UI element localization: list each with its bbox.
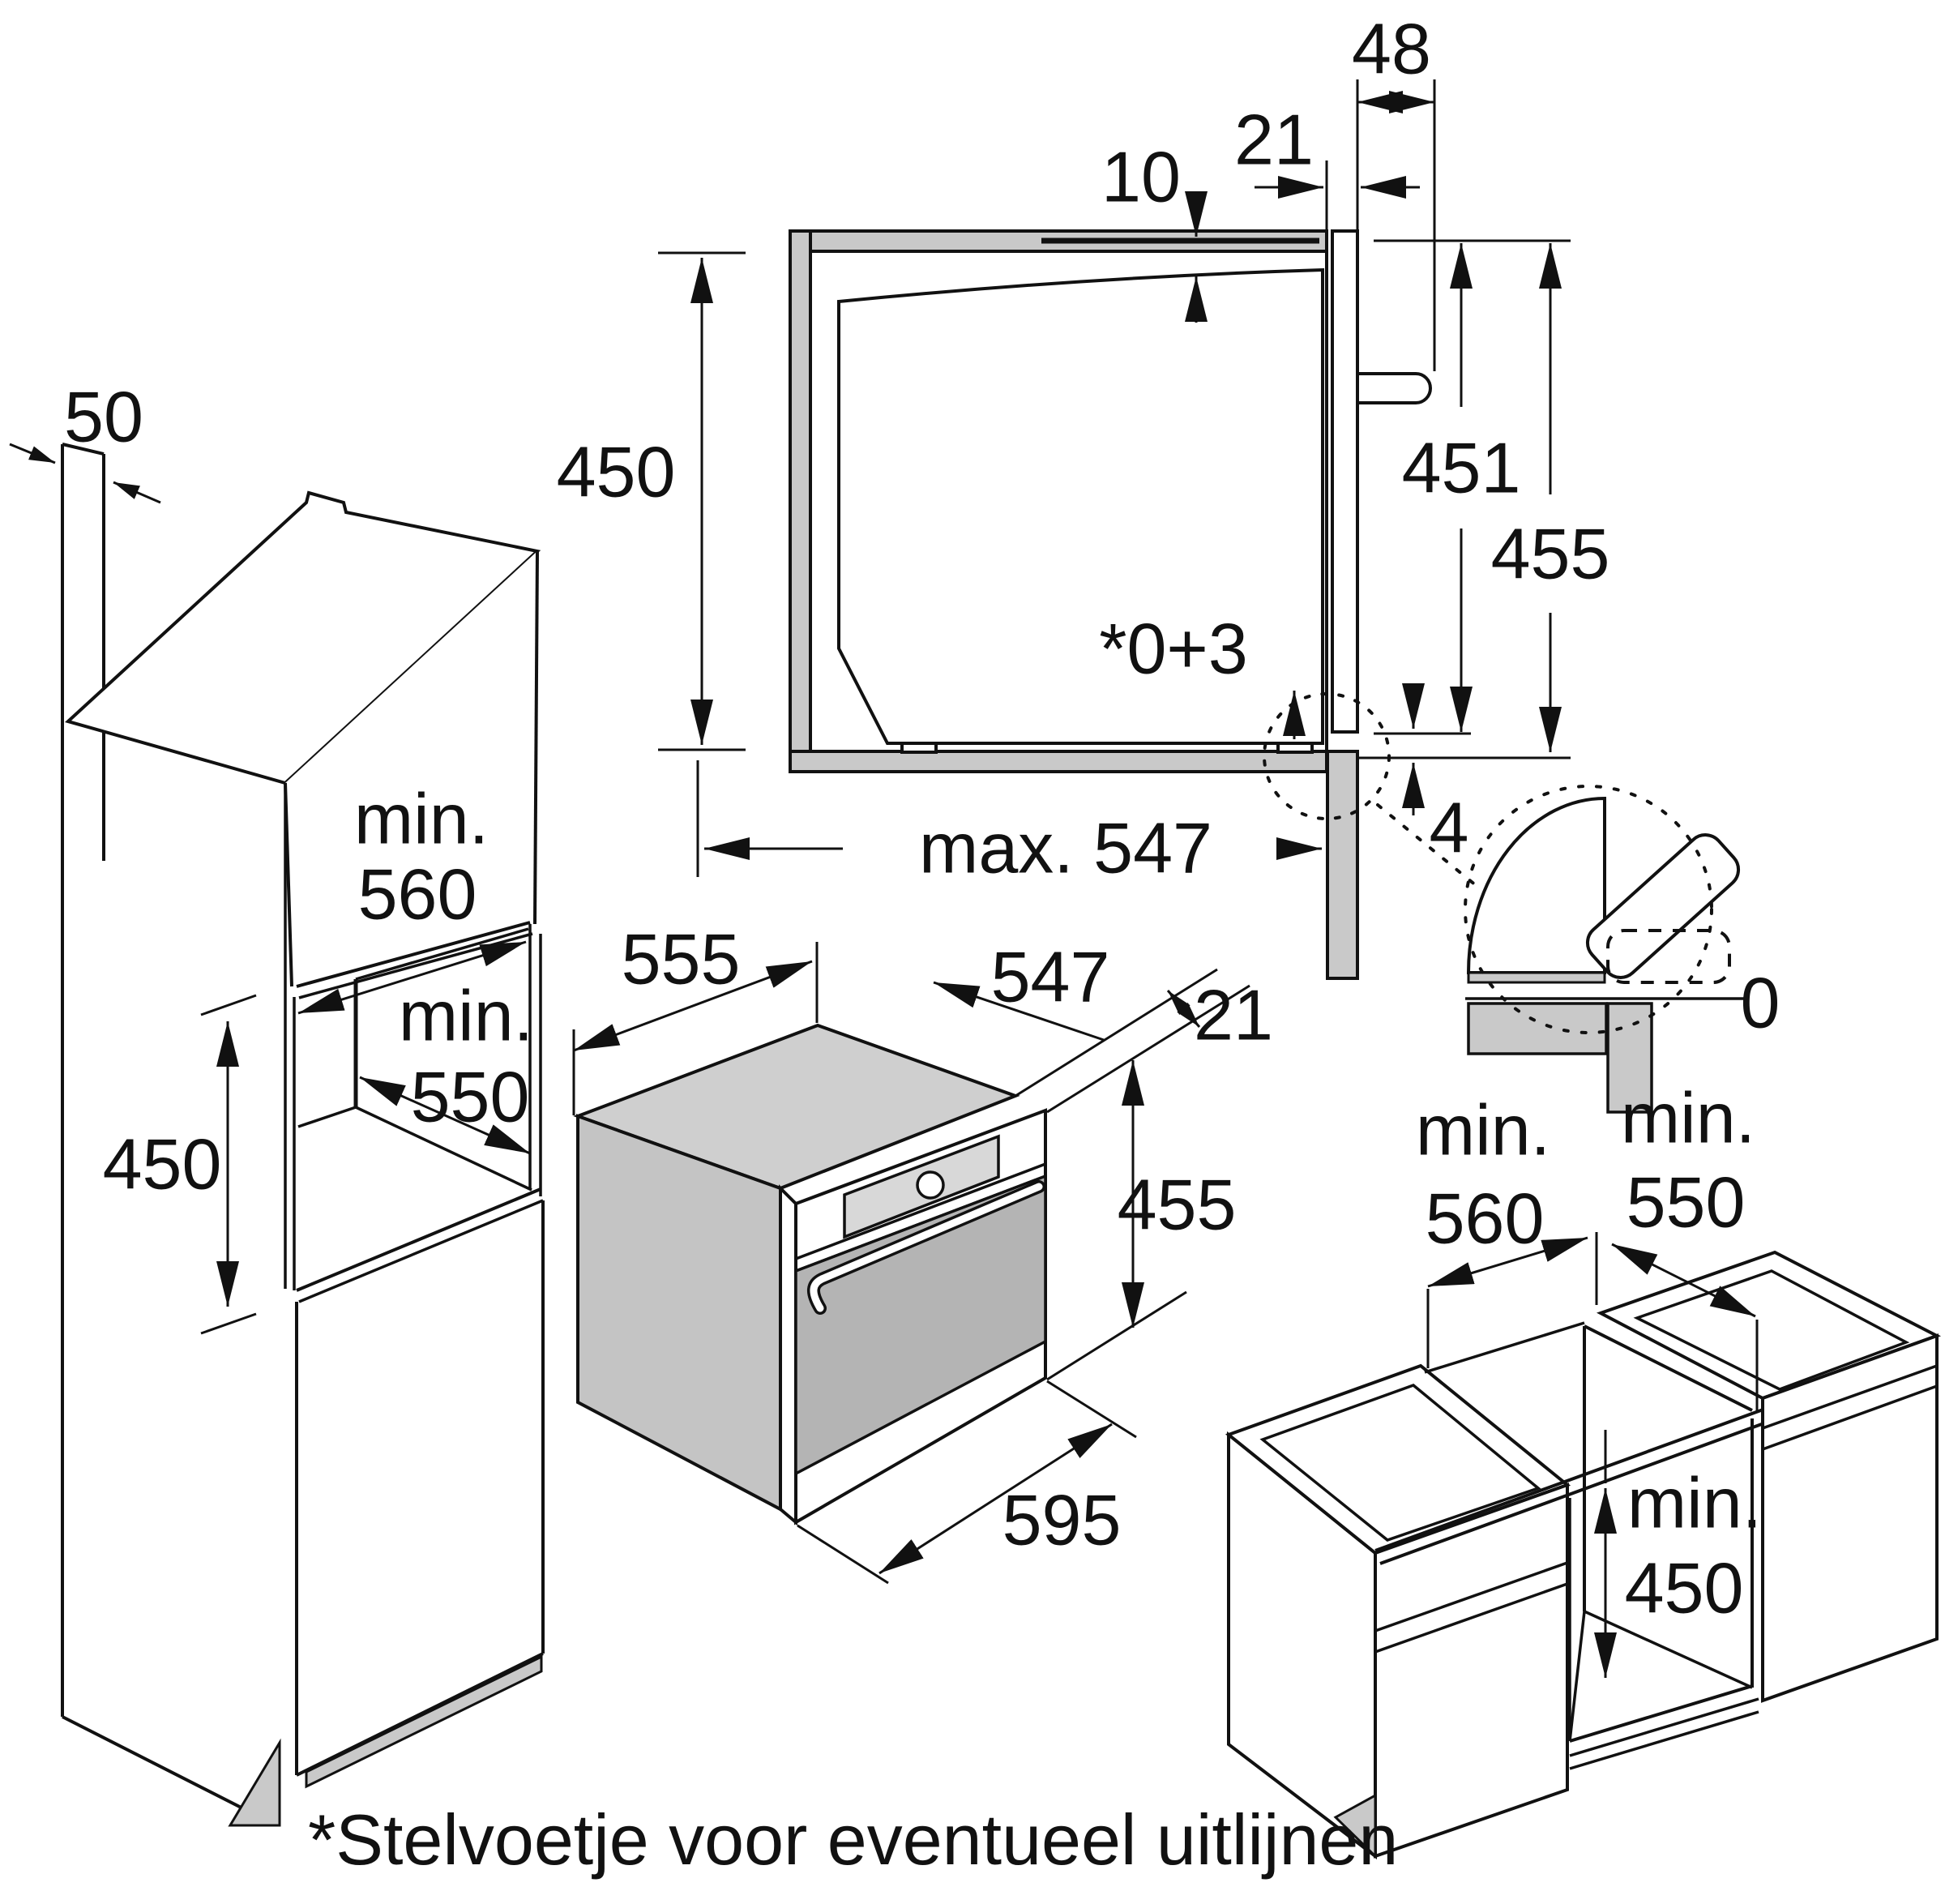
tall-plinth-corner [228, 1738, 281, 1827]
dim-oven-body-depth [572, 942, 819, 1115]
detail-front-panel [1606, 1002, 1653, 1114]
label-base-width-val: 560 [1426, 1179, 1545, 1259]
label-oven-height: 455 [1118, 1165, 1237, 1245]
label-oven-body-depth: 555 [622, 919, 741, 999]
detail-circle [1464, 785, 1713, 1034]
dim-oven-front-width [797, 1380, 1137, 1585]
label-detail-zero: 0 [1741, 963, 1780, 1043]
oven-door-face [794, 1174, 1047, 1476]
tall-top-face [65, 490, 541, 785]
oven-knob [916, 1170, 945, 1200]
dim-tall-rear-gap [9, 443, 161, 504]
cabinet-front-bar [1326, 750, 1359, 980]
base-right-front-face [1761, 1333, 1939, 1703]
dim-base-depth [1611, 1243, 1759, 1412]
section-reference-lines [1325, 79, 1571, 759]
foot-detail-view: 0 [1464, 785, 1780, 1114]
label-tall-depth-min: min. [399, 976, 533, 1056]
dim-tall-width [297, 940, 527, 1015]
niche-bottom-panel [789, 750, 1328, 773]
dim-section-max-depth [696, 760, 1322, 877]
base-niche [1424, 1321, 1759, 1770]
label-section-max-depth: max. 547 [919, 808, 1212, 888]
dim-oven-height [1046, 1060, 1187, 1381]
label-section-top-gap: 10 [1101, 137, 1181, 217]
label-tall-width-val: 560 [358, 854, 477, 935]
label-section-bottom-gap: 4 [1430, 788, 1469, 868]
base-left-front-face [1374, 1483, 1569, 1859]
oven-door-section [1331, 229, 1359, 734]
oven-foot-left [900, 742, 938, 754]
label-tall-width-min: min. [354, 779, 489, 859]
oven-handle-section [1356, 372, 1432, 404]
detail-foot-retracted [1606, 929, 1731, 984]
tall-cabinet-view: 50 min. 560 min. 550 450 [9, 377, 545, 1827]
label-tall-rear-gap: 50 [64, 377, 143, 457]
oven-section-body [837, 267, 1324, 745]
label-section-total-height: 455 [1491, 514, 1610, 594]
label-section-niche-height: 450 [557, 432, 676, 512]
tall-plinth-strip [305, 1654, 543, 1789]
label-tall-depth-val: 550 [411, 1057, 530, 1137]
label-oven-front-width: 595 [1002, 1480, 1122, 1560]
footnote-text: *Stelvoetje voor eventueel uitlijnen [308, 1799, 1398, 1880]
label-base-height-min: min. [1627, 1463, 1762, 1543]
label-section-oven-height: 451 [1402, 428, 1521, 508]
base-left-plinth-corner [1333, 1793, 1377, 1859]
oven-view: 555 547 21 455 595 [572, 919, 1273, 1585]
label-tall-niche-height: 450 [103, 1124, 222, 1204]
label-base-height-val: 450 [1625, 1548, 1744, 1628]
dim-section-niche-height [658, 251, 746, 751]
detail-leader-line [1376, 803, 1478, 888]
label-section-foot-adjust: *0+3 [1099, 609, 1248, 689]
label-base-width-min: min. [1416, 1090, 1550, 1170]
dim-base-width [1426, 1232, 1598, 1368]
tall-rear-panel [61, 443, 274, 1825]
niche-back-panel [789, 229, 812, 772]
dim-tall-depth [359, 1076, 531, 1155]
oven-frame-side-strip [779, 1184, 797, 1526]
base-left-top-opening [1259, 1384, 1541, 1542]
label-section-handle-depth: 48 [1352, 9, 1431, 89]
label-oven-frame-offset: 21 [1194, 975, 1273, 1055]
base-cabinet-view: min. 560 min. 550 min. 450 [1225, 1078, 1942, 1860]
label-base-depth-val: 550 [1627, 1162, 1746, 1243]
tall-upper-door [285, 551, 537, 986]
detail-foot-extended [1585, 833, 1741, 979]
dim-oven-frame-offset [1166, 990, 1201, 1028]
tall-lower-front [228, 1200, 545, 1827]
section-view: 450 10 21 48 451 455 *0+3 4 max. 547 [557, 9, 1610, 980]
detail-shelf-panel [1467, 1002, 1608, 1055]
label-base-depth-min: min. [1621, 1078, 1755, 1158]
oven-foot-right [1276, 742, 1314, 754]
label-oven-body-width: 547 [991, 937, 1110, 1017]
detail-foot-base-strip [1467, 971, 1606, 984]
label-section-front-offset: 21 [1234, 100, 1314, 180]
detail-callout-circle [1263, 692, 1391, 820]
oven-handle-inner [810, 1183, 1043, 1312]
dim-tall-niche-height [200, 994, 257, 1335]
detail-foot-body [1466, 796, 1606, 974]
